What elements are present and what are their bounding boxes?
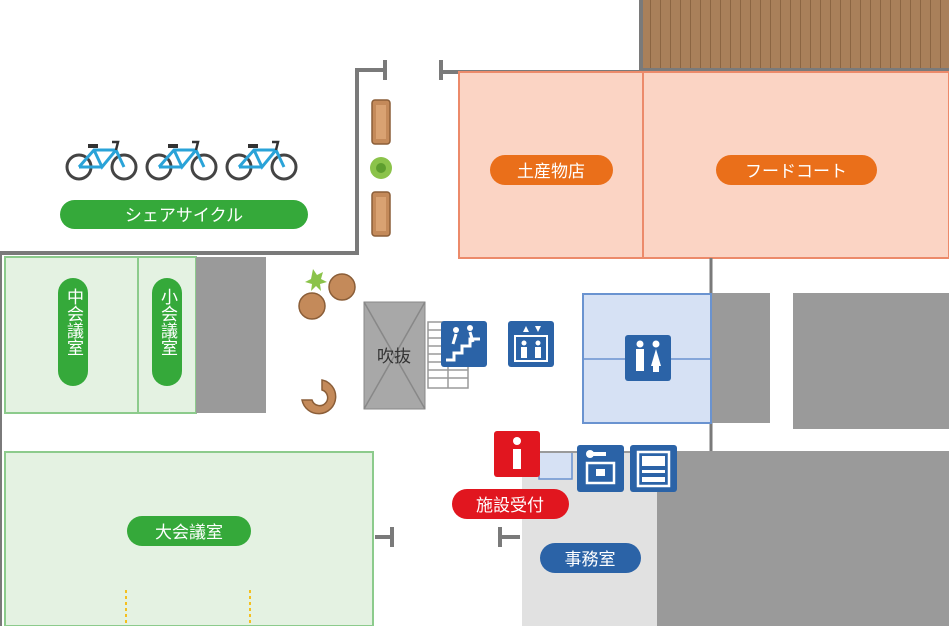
reception-label: 施設受付 xyxy=(452,489,569,519)
large-meeting-room-label: 大会議室 xyxy=(127,516,251,546)
vending-machine-icon xyxy=(630,445,677,492)
bench-icon xyxy=(371,191,391,237)
storage-block-1 xyxy=(711,293,770,423)
bicycle-icon xyxy=(145,140,218,181)
plant-icon xyxy=(370,157,392,179)
small-meeting-room-label: 小会議室 xyxy=(152,278,182,386)
locker-icon xyxy=(577,445,624,492)
office-label-text: 事務室 xyxy=(565,550,616,570)
office-back-block xyxy=(657,452,949,626)
storage-block-2 xyxy=(793,293,949,429)
restroom-icon xyxy=(625,335,671,381)
small-meeting-room-label-text: 小会議室 xyxy=(157,288,178,356)
office-label: 事務室 xyxy=(540,543,641,573)
bench-icon xyxy=(371,99,391,145)
atrium-label: 吹抜 xyxy=(377,347,411,367)
medium-meeting-room-label-text: 中会議室 xyxy=(63,288,84,356)
stairs-icon xyxy=(441,321,487,367)
medium-meeting-room-label: 中会議室 xyxy=(58,278,88,386)
food-court-label-text: フードコート xyxy=(745,162,847,182)
side-door-markers xyxy=(375,527,520,547)
souvenir-shop-label: 土産物店 xyxy=(490,155,613,185)
entrance-door-markers xyxy=(357,60,443,80)
bicycle-icon xyxy=(65,140,138,181)
information-icon xyxy=(494,431,540,477)
food-court-label: フードコート xyxy=(716,155,877,185)
elevator-icon xyxy=(508,321,554,367)
round-table-icon xyxy=(298,269,356,415)
share-cycle-label: シェアサイクル xyxy=(60,200,308,229)
wooden-deck xyxy=(643,0,949,70)
large-meeting-room-label-text: 大会議室 xyxy=(155,523,223,543)
souvenir-shop-label-text: 土産物店 xyxy=(517,162,585,182)
reception-label-text: 施設受付 xyxy=(476,496,544,516)
meeting-storage-block xyxy=(196,257,266,413)
reception-counter xyxy=(538,451,573,480)
share-cycle-label-text: シェアサイクル xyxy=(125,206,243,226)
atrium-void xyxy=(363,301,426,410)
bicycle-icon xyxy=(225,140,298,181)
